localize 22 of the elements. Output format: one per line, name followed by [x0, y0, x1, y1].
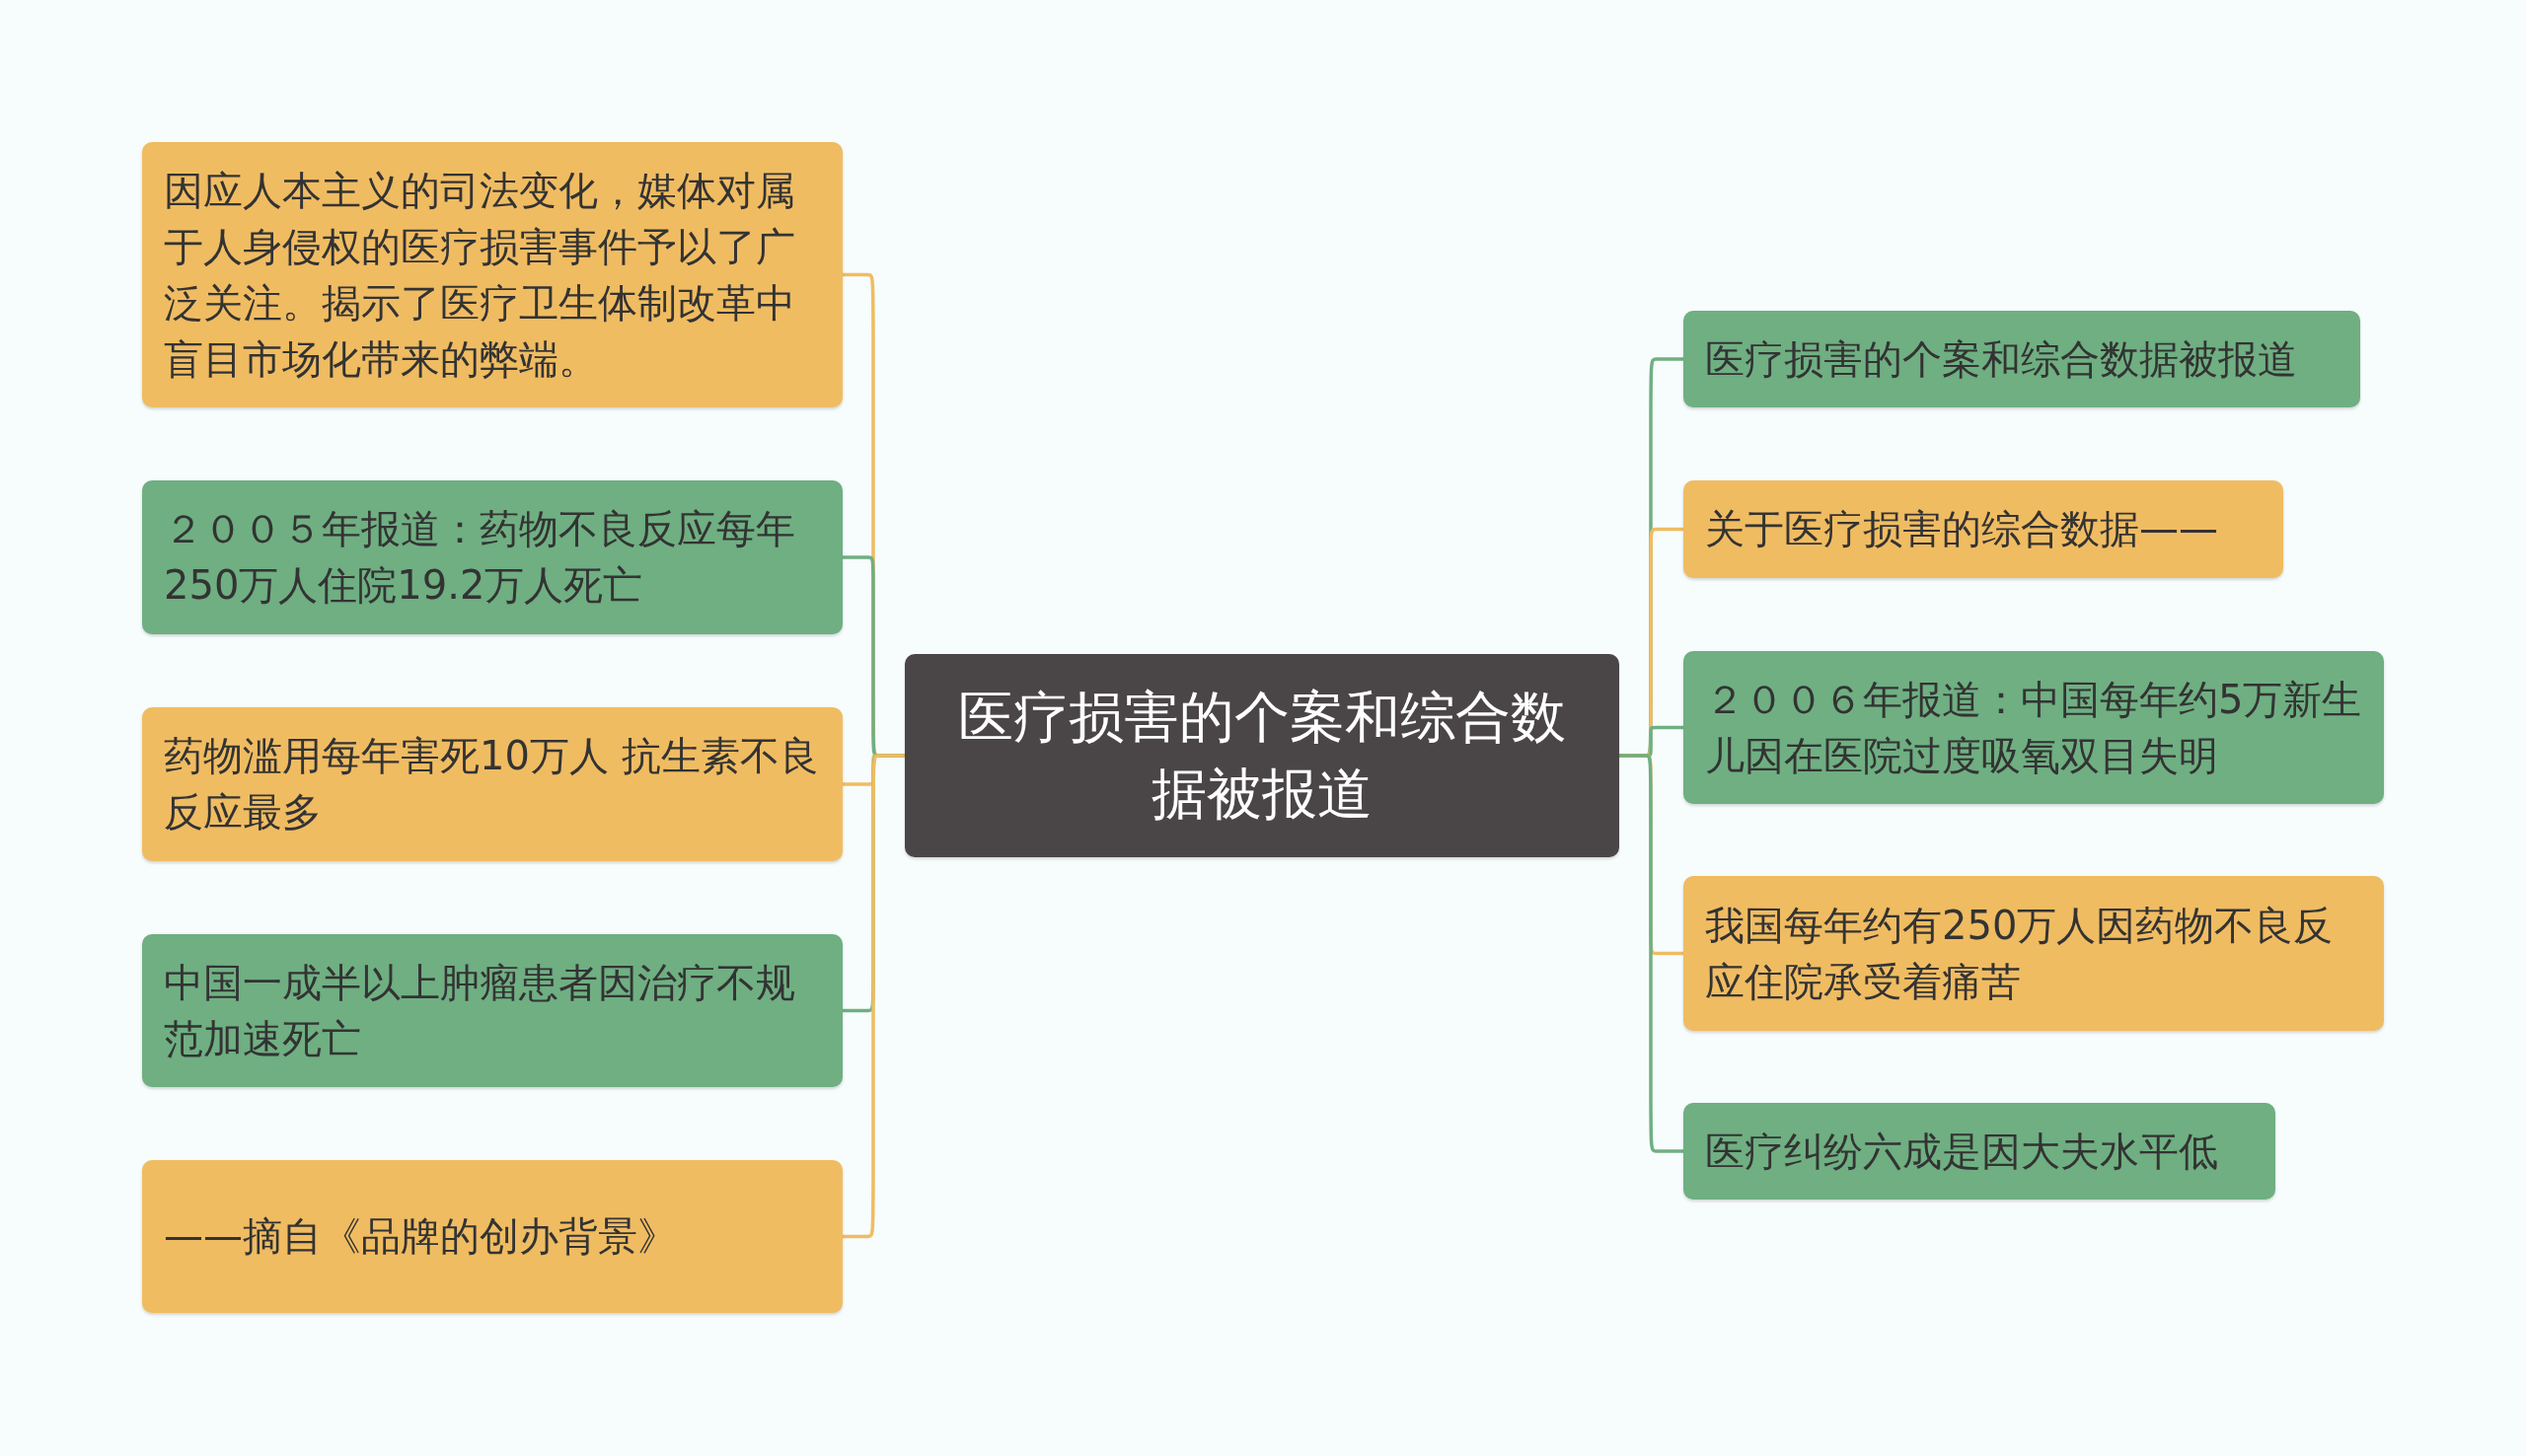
central-topic-box [905, 654, 1619, 857]
topic-text: 医疗损害的个案和综合数据被报道 [1705, 334, 2297, 384]
topic-box [1683, 876, 2384, 1031]
topic-box [142, 1160, 843, 1313]
topic-text: 医疗损害的个案和综合数据被报道 [957, 684, 1567, 828]
topic-box [1683, 1103, 2275, 1200]
topic-text: 我国每年约有250万人因药物不良反应住院承受着痛苦 [1705, 901, 2335, 1006]
topic-box [142, 142, 843, 407]
topic-box [142, 934, 843, 1087]
topic-text: ２００５年报道：药物不良反应每年250万人住院19.2万人死亡 [164, 505, 796, 610]
topic-text: 药物滥用每年害死10万人 抗生素不良反应最多 [164, 732, 820, 837]
topic-box [142, 707, 843, 861]
topic-box [142, 480, 843, 634]
topic-text: 因应人本主义的司法变化，媒体对属于人身侵权的医疗损害事件予以了广泛关注。揭示了医疗卫生体制改革中盲目市场化带来的弊端。 [164, 166, 796, 384]
topic-text: 中国一成半以上肿瘤患者因治疗不规范加速死亡 [164, 958, 796, 1063]
topic-text: ——摘自《品牌的创办背景》 [164, 1212, 677, 1261]
topic-text: ２００６年报道：中国每年约5万新生儿因在医院过度吸氧双目失明 [1705, 675, 2362, 780]
topic-box [1683, 651, 2384, 804]
topic-box [1683, 480, 2283, 578]
topic-text: 医疗纠纷六成是因大夫水平低 [1705, 1127, 2218, 1176]
topic-text: 关于医疗损害的综合数据—— [1705, 505, 2218, 553]
topic-box [1683, 311, 2360, 407]
